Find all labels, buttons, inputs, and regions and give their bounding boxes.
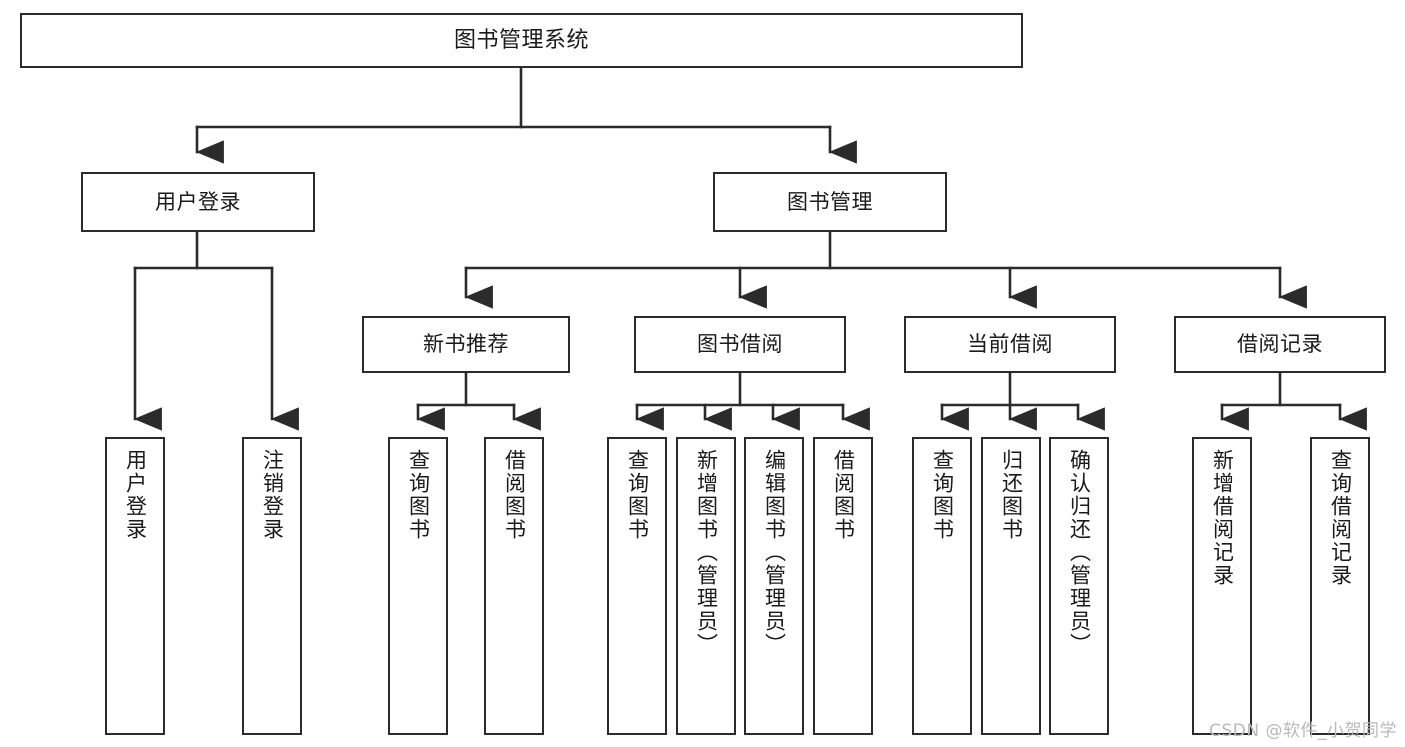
node-leaf-query-book-3[interactable]: 查询图书 — [912, 437, 972, 735]
node-leaf-add-book[interactable]: 新增图书（管理员） — [676, 437, 736, 735]
node-new-book-rec[interactable]: 新书推荐 — [362, 316, 570, 373]
node-leaf-query-book-1[interactable]: 查询图书 — [388, 437, 448, 735]
node-leaf-query-book-2-label: 查询图书 — [625, 449, 650, 541]
node-root[interactable]: 图书管理系统 — [20, 13, 1023, 68]
node-book-borrow[interactable]: 图书借阅 — [634, 316, 846, 373]
node-leaf-add-record-label: 新增借阅记录 — [1210, 449, 1235, 587]
node-user-login[interactable]: 用户登录 — [81, 172, 315, 232]
node-leaf-borrow-book-1-label: 借阅图书 — [502, 449, 527, 541]
node-leaf-user-login[interactable]: 用户登录 — [105, 437, 165, 735]
node-leaf-add-book-label: 新增图书（管理员） — [694, 449, 719, 656]
node-leaf-borrow-book-1[interactable]: 借阅图书 — [484, 437, 544, 735]
node-leaf-add-record[interactable]: 新增借阅记录 — [1192, 437, 1252, 735]
node-book-borrow-label: 图书借阅 — [697, 332, 783, 357]
node-leaf-query-record-label: 查询借阅记录 — [1328, 449, 1353, 587]
node-leaf-query-book-1-label: 查询图书 — [406, 449, 431, 541]
node-current-borrow-label: 当前借阅 — [967, 332, 1053, 357]
node-leaf-logout[interactable]: 注销登录 — [242, 437, 302, 735]
node-leaf-confirm-return-label: 确认归还（管理员） — [1067, 449, 1092, 656]
node-book-manage-label: 图书管理 — [787, 189, 873, 214]
node-current-borrow[interactable]: 当前借阅 — [904, 316, 1116, 373]
watermark-text: CSDN @软件_小贺同学 — [1209, 721, 1397, 741]
node-leaf-return-book-label: 归还图书 — [999, 449, 1024, 541]
node-leaf-user-login-label: 用户登录 — [123, 449, 148, 541]
node-leaf-borrow-book-2[interactable]: 借阅图书 — [813, 437, 873, 735]
node-new-book-rec-label: 新书推荐 — [423, 332, 509, 357]
node-leaf-query-record[interactable]: 查询借阅记录 — [1310, 437, 1370, 735]
node-leaf-confirm-return[interactable]: 确认归还（管理员） — [1049, 437, 1109, 735]
node-leaf-borrow-book-2-label: 借阅图书 — [831, 449, 856, 541]
node-book-manage[interactable]: 图书管理 — [713, 172, 947, 232]
node-leaf-query-book-2[interactable]: 查询图书 — [607, 437, 667, 735]
node-leaf-edit-book[interactable]: 编辑图书（管理员） — [744, 437, 804, 735]
node-leaf-query-book-3-label: 查询图书 — [930, 449, 955, 541]
node-borrow-record[interactable]: 借阅记录 — [1174, 316, 1386, 373]
node-leaf-logout-label: 注销登录 — [260, 449, 285, 541]
node-leaf-edit-book-label: 编辑图书（管理员） — [762, 449, 787, 656]
node-borrow-record-label: 借阅记录 — [1237, 332, 1323, 357]
node-user-login-label: 用户登录 — [155, 189, 241, 214]
node-root-label: 图书管理系统 — [453, 27, 589, 53]
node-leaf-return-book[interactable]: 归还图书 — [981, 437, 1041, 735]
